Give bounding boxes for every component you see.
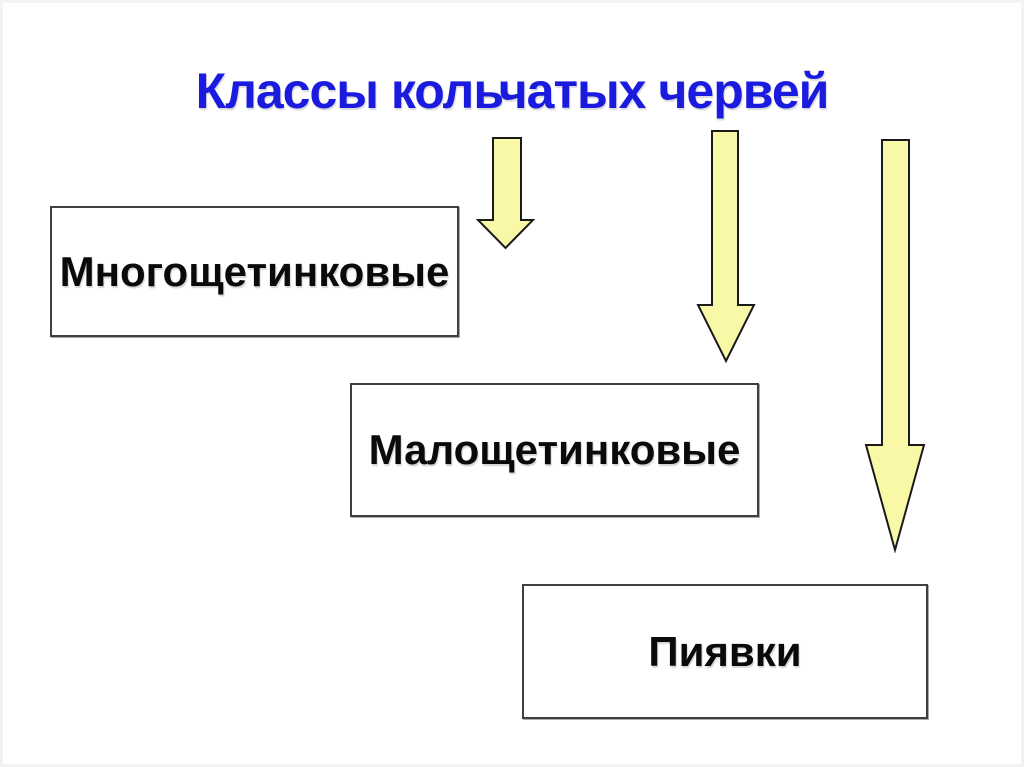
down-arrow-icon-long	[864, 139, 926, 553]
down-arrow-icon-short	[476, 137, 535, 250]
class-box-label: Пиявки	[648, 627, 802, 675]
class-box-label: Малощетинковые	[368, 426, 741, 473]
down-arrow-shape	[864, 139, 926, 553]
class-box-polychaetes: Многощетинковые	[50, 206, 459, 337]
down-arrow-icon-medium	[696, 130, 756, 364]
class-box-oligochaetes: Малощетинковые	[350, 383, 759, 517]
down-arrow-shape	[476, 137, 535, 250]
down-arrow-shape	[696, 130, 756, 364]
class-box-label: Многощетинковые	[59, 247, 450, 295]
page-title: Классы кольчатых червей	[195, 63, 830, 119]
class-box-leeches: Пиявки	[522, 584, 928, 719]
